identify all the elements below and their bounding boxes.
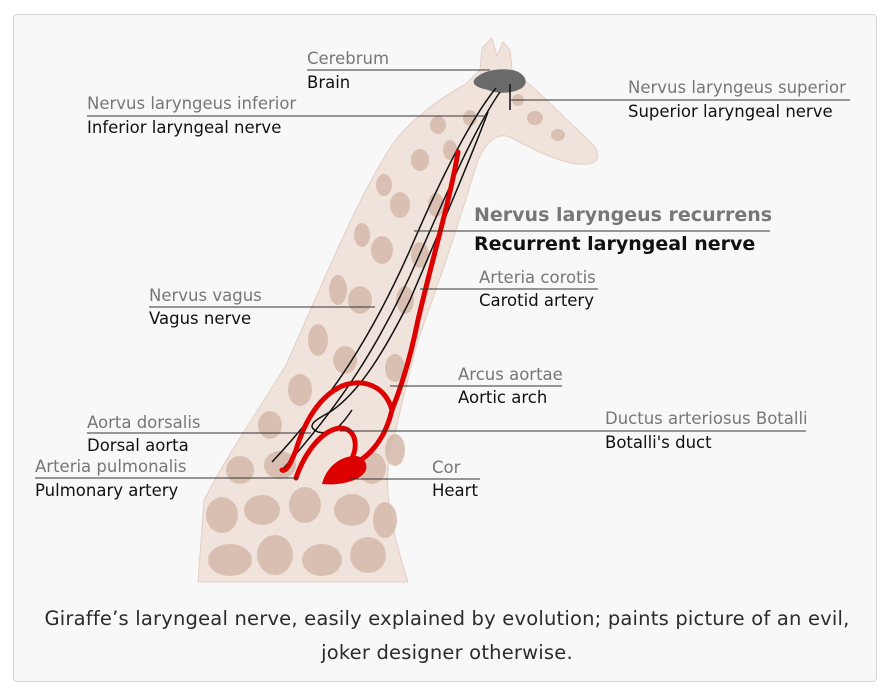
cor-latin-label: Cor: [432, 458, 461, 477]
superior-label: Superior laryngeal nerve: [628, 102, 833, 121]
vagus-latin-label: Nervus vagus: [149, 286, 262, 305]
botalli-latin-label: Ductus arteriosus Botalli: [605, 409, 808, 428]
brain-label: Brain: [307, 73, 351, 92]
vagus-label: Vagus nerve: [149, 309, 252, 328]
cerebrum-latin-label: Cerebrum: [307, 49, 390, 68]
pulmonary-artery-line: [293, 425, 358, 481]
dorsal-latin-label: Aorta dorsalis: [87, 413, 201, 432]
carotid-latin-label: Arteria corotis: [479, 268, 596, 287]
carotid-artery-line: [389, 149, 461, 413]
heart-shape: [322, 455, 367, 485]
superior-latin-label: Nervus laryngeus superior: [628, 78, 846, 97]
dorsal-label: Dorsal aorta: [87, 436, 189, 455]
heart-label: Heart: [432, 481, 478, 500]
botalli-label: Botalli's duct: [605, 433, 712, 452]
recurrens-latin-label: Nervus laryngeus recurrens: [474, 204, 773, 226]
carotid-label: Carotid artery: [479, 291, 594, 310]
pulmonary-label: Pulmonary artery: [35, 481, 179, 500]
inferior-label: Inferior laryngeal nerve: [87, 118, 282, 137]
inferior-latin-label: Nervus laryngeus inferior: [87, 94, 297, 113]
brain-shape: [473, 69, 526, 93]
arch-latin-label: Arcus aortae: [458, 365, 563, 384]
recurrent-label: Recurrent laryngeal nerve: [474, 233, 756, 255]
aortic-arch-line: [279, 380, 395, 473]
giraffe-patches: [206, 94, 565, 576]
arch-label: Aortic arch: [458, 388, 548, 407]
figure-caption: Giraffe’s laryngeal nerve, easily explai…: [44, 607, 850, 664]
pulmonary-latin-label: Arteria pulmonalis: [35, 457, 187, 476]
leader-lines: [35, 69, 850, 480]
